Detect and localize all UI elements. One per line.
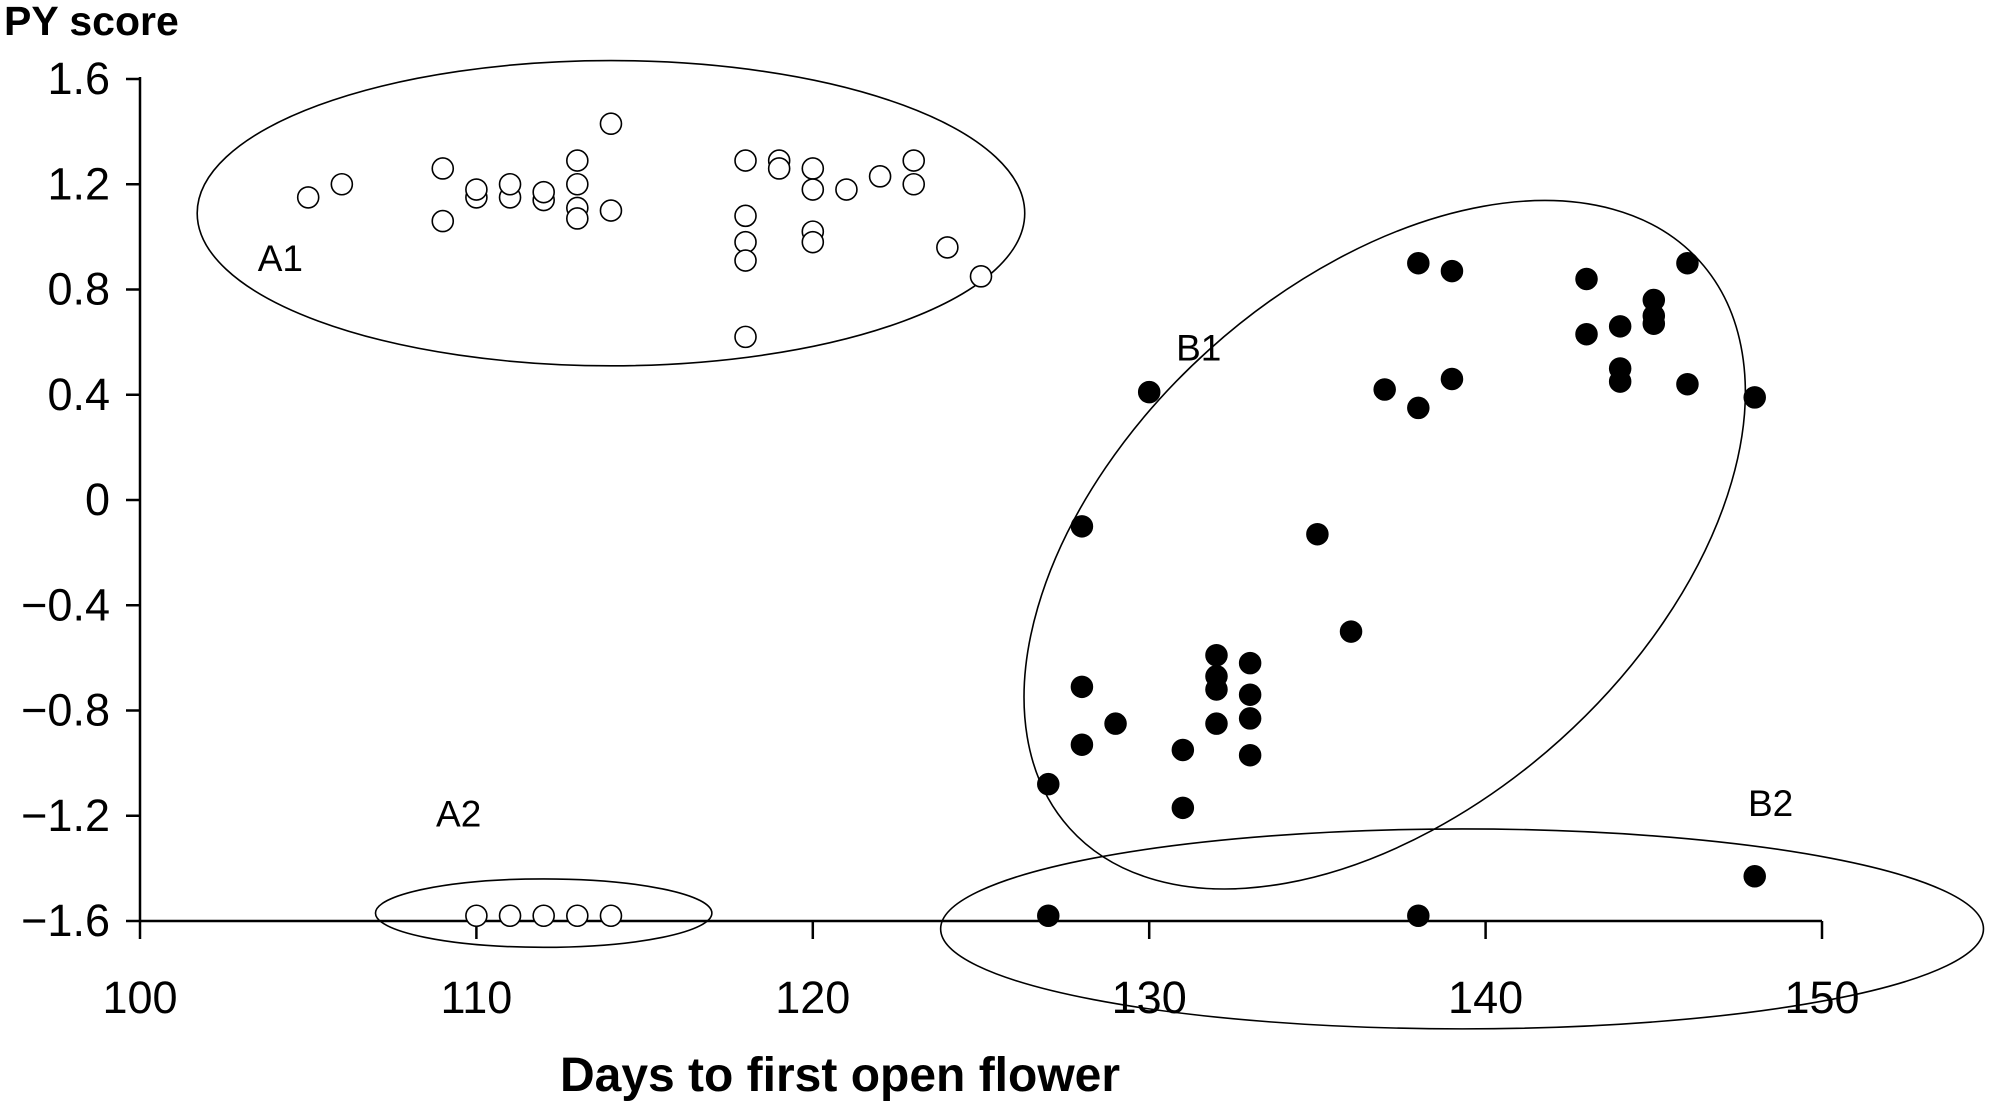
cluster-label: B2 [1748,783,1793,824]
x-tick-label: 150 [1784,972,1859,1023]
filled-point [1743,386,1766,409]
cluster-label: A1 [258,238,303,279]
open-point [902,149,926,172]
filled-point [1104,712,1127,735]
x-axis-title: Days to first open flower [559,1049,1121,1102]
ellipse-b2 [939,828,1985,1030]
filled-point [1238,743,1262,767]
open-point [532,180,555,204]
open-point [767,157,791,180]
filled-point [1070,515,1094,538]
open-point [801,230,825,254]
y-tick-label: −0.4 [21,579,110,630]
filled-point [1238,651,1262,675]
filled-point [1575,322,1598,346]
ellipse-b1 [1023,199,1747,890]
data-points [296,112,1766,928]
y-tick-label: −1.2 [21,790,110,841]
x-tick-label: 130 [1112,972,1187,1023]
open-point [296,186,320,209]
cluster-label: B1 [1176,328,1221,369]
filled-point [1608,315,1632,338]
open-point [566,172,589,196]
open-point [566,149,589,172]
axes: 1.6 1.2 0.8 0.4 0 −0.4 −0.8 −1.2 −1.6 100 110 120 13… [21,53,1859,1023]
x-tick-label: 100 [102,972,177,1023]
filled-point [1676,372,1699,396]
open-point [599,112,623,136]
filled-point [1171,796,1195,820]
open-point [835,178,858,201]
filled-point [1407,396,1430,420]
filled-point [1440,259,1464,283]
filled-point [1205,643,1228,667]
y-tick-label: 1.6 [47,53,110,104]
filled-point [1676,251,1699,275]
cluster-label: A2 [436,793,481,834]
x-tick-label: 120 [775,972,850,1023]
filled-point [1407,251,1430,275]
open-point [599,904,623,928]
filled-point [1575,267,1598,291]
open-point [936,236,959,259]
filled-point [1608,370,1632,393]
open-point [599,199,623,222]
filled-point [1440,367,1464,391]
y-tick-label: 1.2 [47,158,110,209]
filled-point [1373,378,1396,401]
open-point [330,172,354,196]
open-point [465,904,488,928]
open-point [465,178,488,201]
open-point [734,149,757,172]
y-tick-label: 0.4 [47,369,110,420]
filled-point [1137,380,1161,404]
open-point [734,204,757,228]
ellipse-a2 [374,878,713,949]
filled-point [1743,865,1766,888]
open-point [431,209,455,233]
open-point [498,172,522,196]
filled-point [1238,707,1262,730]
filled-point [1306,522,1329,546]
open-point [734,249,757,272]
y-tick-label: −0.8 [21,685,110,736]
open-point [498,904,522,928]
ellipse-a1 [196,59,1026,367]
filled-point [1238,683,1262,706]
y-tick-label: 0 [85,474,110,525]
y-axis-title: PY score [4,0,179,44]
filled-point [1171,738,1195,762]
filled-point [1205,712,1228,735]
filled-point [1339,620,1363,643]
open-point [868,165,892,188]
open-point [566,207,589,230]
filled-point [1205,678,1228,701]
open-point [969,265,993,288]
x-tick-label: 110 [441,972,513,1023]
open-point [734,325,757,349]
open-point [801,178,825,201]
open-point [801,157,825,180]
filled-point [1070,733,1094,756]
open-point [532,904,555,928]
cluster-ellipses [196,59,1985,1030]
filled-point [1037,772,1060,796]
filled-point [1070,675,1094,699]
open-point [431,157,455,180]
open-point [566,904,589,928]
open-point [902,172,926,196]
filled-point [1037,904,1060,927]
y-tick-label: −1.6 [21,895,110,946]
filled-point [1407,904,1430,927]
x-tick-label: 140 [1448,972,1523,1023]
filled-point [1642,312,1666,335]
y-tick-label: 0.8 [47,264,110,315]
